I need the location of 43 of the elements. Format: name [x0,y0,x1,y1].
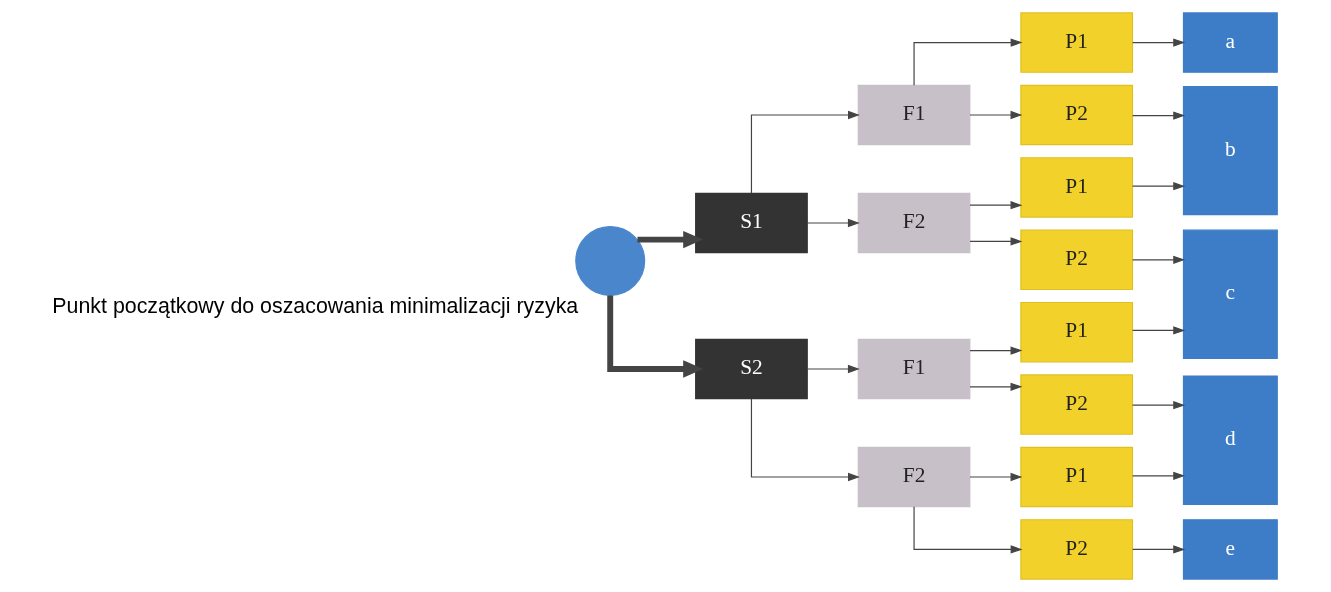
node-box: b [1182,85,1278,216]
arrow [636,230,703,249]
node-box: P2 [1019,519,1133,580]
arrow [968,237,1022,246]
arrow [912,506,1022,554]
arrow [806,364,860,374]
node-box: P2 [1019,84,1133,146]
node-box: S1 [694,192,808,254]
arrow [912,38,1022,86]
node-box: P1 [1019,157,1133,218]
node-box: c [1182,229,1278,359]
node-box: e [1182,519,1278,580]
arrow [606,295,703,378]
node-box: P1 [1019,446,1133,508]
arrow [968,110,1022,120]
arrow [1131,471,1185,480]
node-box: P2 [1019,374,1133,435]
arrow [968,472,1022,482]
node-label: Punkt początkowy do oszacowania minimalizacji ryzyka [51,293,578,318]
arrow [1131,255,1185,264]
node-box: F2 [857,446,970,508]
arrow [750,398,860,482]
node-box: S2 [694,338,808,400]
node-box: F1 [857,338,970,400]
arrow [968,382,1022,391]
arrow [1131,545,1185,554]
arrow [1131,38,1185,47]
arrow [1131,111,1185,120]
node-circle [574,225,645,296]
node-box: P2 [1019,229,1133,291]
arrow [1131,182,1185,191]
node-box: a [1182,12,1278,73]
arrow [1131,401,1185,410]
arrow [968,201,1022,210]
node-box: P1 [1019,301,1133,363]
node-box: F2 [857,192,970,254]
node-box: P1 [1019,12,1133,73]
arrow [1131,326,1185,335]
arrow [806,218,860,228]
node-box: d [1182,375,1278,505]
arrow [968,346,1022,355]
arrow [750,110,860,194]
node-box: F1 [857,84,970,146]
